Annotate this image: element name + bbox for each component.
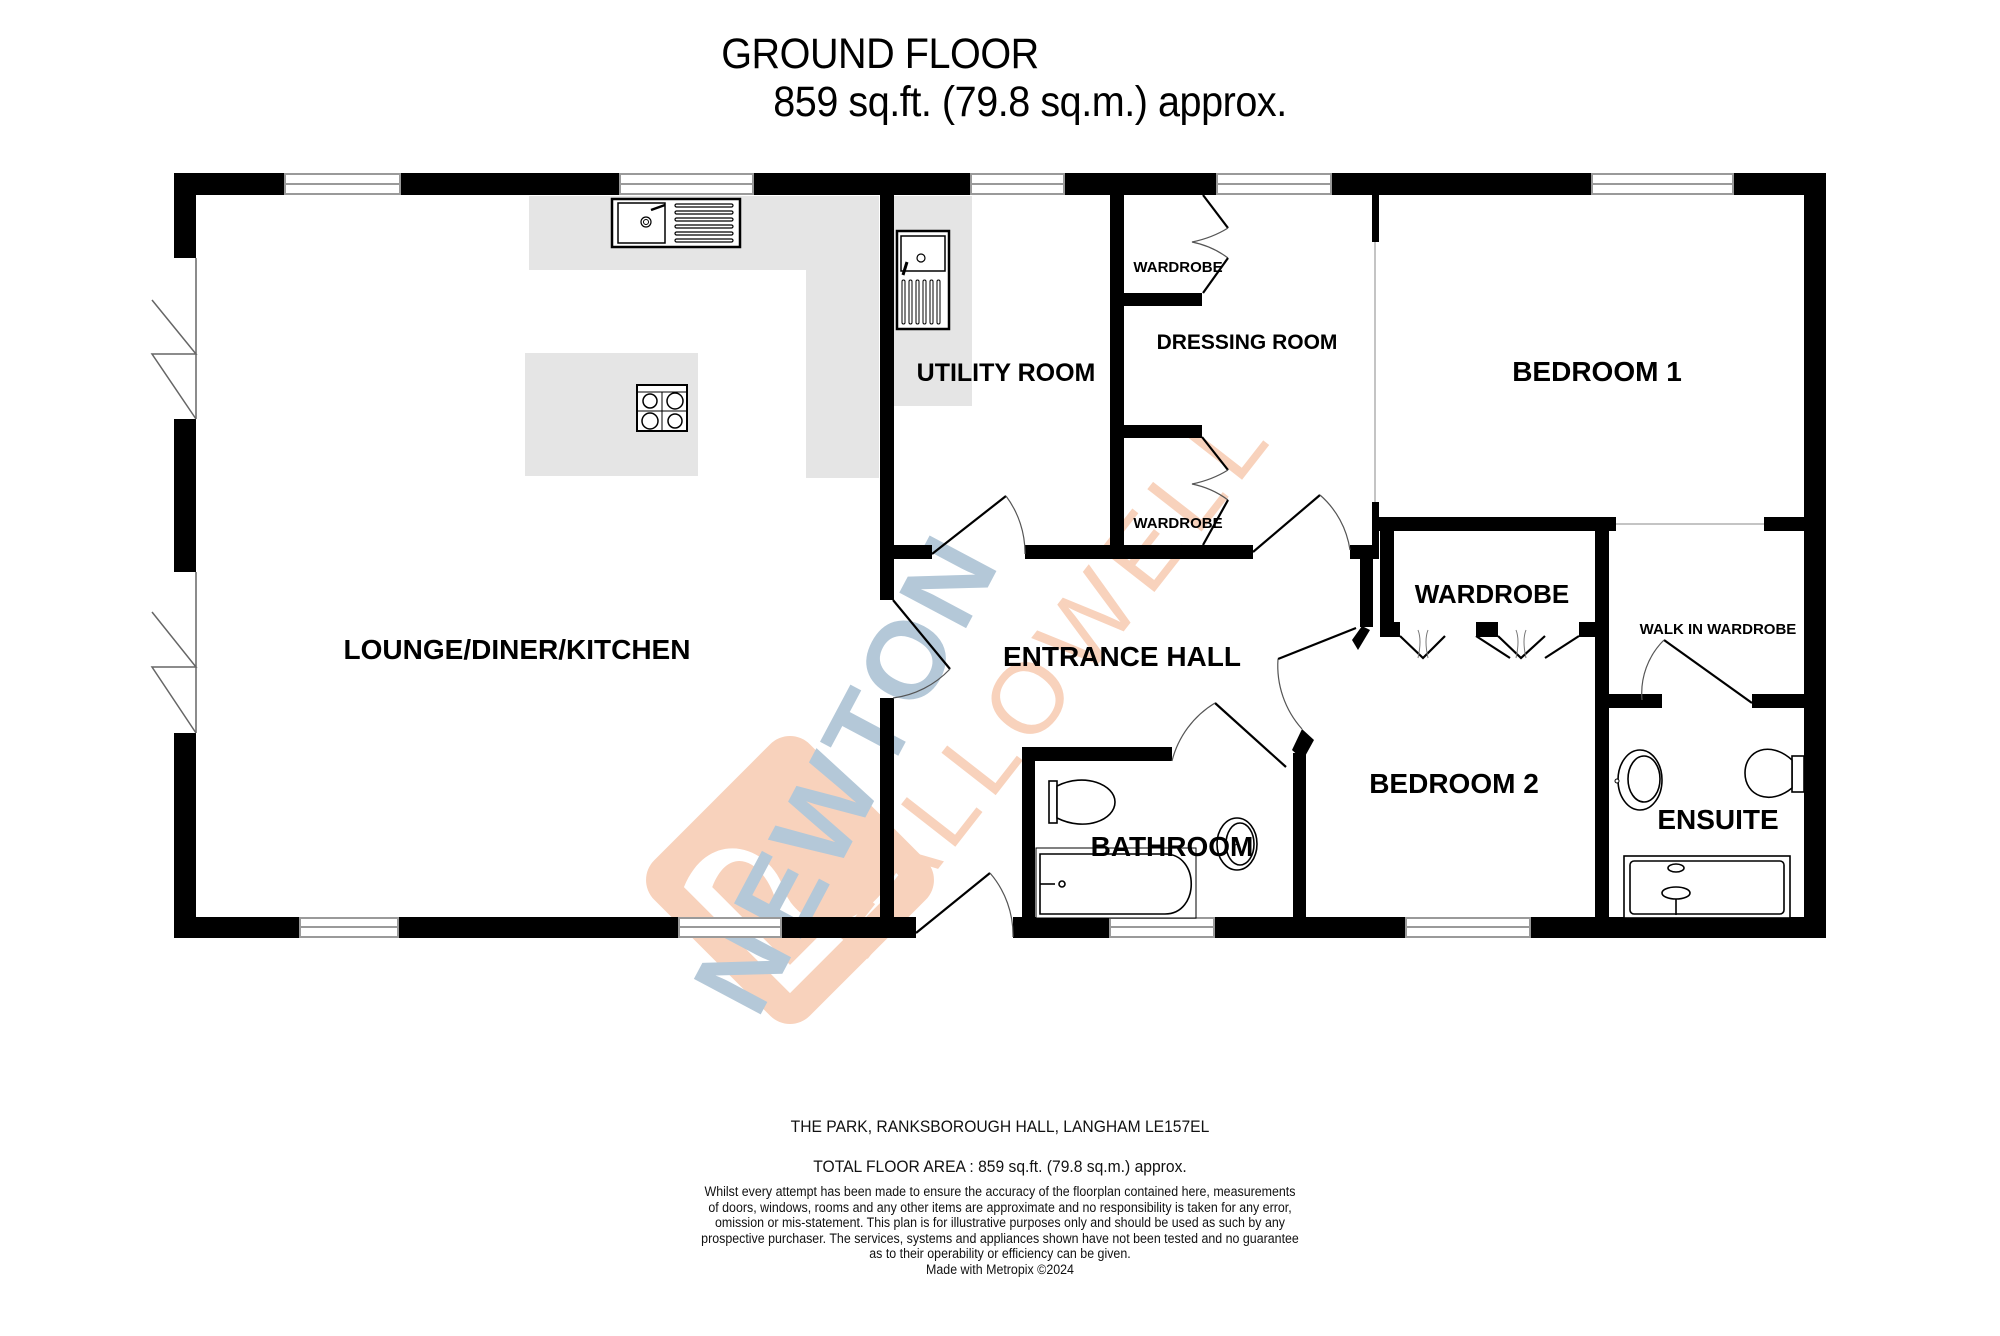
- utility-sink-icon: [895, 229, 951, 331]
- room-label-ensuite: ENSUITE: [1657, 804, 1778, 835]
- disclaimer-line: omission or mis-statement. This plan is …: [715, 1215, 1285, 1230]
- room-label-wardrobe-top: WARDROBE: [1133, 259, 1222, 276]
- disclaimer-line: prospective purchaser. The services, sys…: [701, 1230, 1299, 1246]
- floor-area: 859 sq.ft. (79.8 sq.m.) approx.: [773, 78, 1287, 126]
- ensuite-toilet-icon: [1744, 748, 1805, 799]
- doors: [150, 194, 1764, 938]
- disclaimer: Whilst every attempt has been made to en…: [80, 1184, 1920, 1277]
- bathroom-toilet-icon: [1048, 779, 1116, 825]
- kitchen-counters: [525, 196, 972, 478]
- disclaimer-line: of doors, windows, rooms and any other i…: [708, 1199, 1292, 1215]
- disclaimer-line: Made with Metropix ©2024: [926, 1261, 1074, 1277]
- windows-top: [284, 173, 1734, 195]
- room-labels: LOUNGE/DINER/KITCHEN UTILITY ROOM DRESSI…: [344, 259, 1797, 862]
- room-label-wardrobe-bottom: WARDROBE: [1133, 515, 1222, 532]
- shower-tray-icon: [1623, 855, 1791, 919]
- room-label-dressing: DRESSING ROOM: [1157, 331, 1338, 354]
- hob-icon: [636, 384, 688, 432]
- room-label-entrance-hall: ENTRANCE HALL: [1003, 641, 1241, 672]
- room-label-lounge: LOUNGE/DINER/KITCHEN: [344, 634, 691, 665]
- bifold-door-lower: [150, 572, 198, 734]
- room-label-wardrobe-bed2: WARDROBE: [1415, 579, 1570, 609]
- total-floor-area: TOTAL FLOOR AREA : 859 sq.ft. (79.8 sq.m…: [813, 1157, 1187, 1176]
- bathroom-sink-icon: [1216, 817, 1258, 871]
- room-label-bedroom2: BEDROOM 2: [1369, 768, 1539, 799]
- room-label-bedroom1: BEDROOM 1: [1512, 356, 1682, 387]
- disclaimer-line: as to their operability or efficiency ca…: [869, 1246, 1131, 1261]
- property-address: THE PARK, RANKSBOROUGH HALL, LANGHAM LE1…: [790, 1117, 1210, 1136]
- disclaimer-line: Whilst every attempt has been made to en…: [704, 1184, 1296, 1199]
- windows-bottom: [299, 917, 1531, 938]
- room-label-bathroom: BATHROOM: [1091, 831, 1254, 862]
- ensuite-sink-icon: [1614, 749, 1663, 811]
- kitchen-sink-icon: [610, 197, 742, 249]
- bathtub-icon: [1035, 847, 1197, 919]
- room-label-walk-in-wardrobe: WALK IN WARDROBE: [1640, 621, 1797, 638]
- room-label-utility: UTILITY ROOM: [917, 359, 1096, 387]
- bifold-door-upper: [150, 258, 198, 420]
- floor-title: GROUND FLOOR: [721, 30, 1039, 78]
